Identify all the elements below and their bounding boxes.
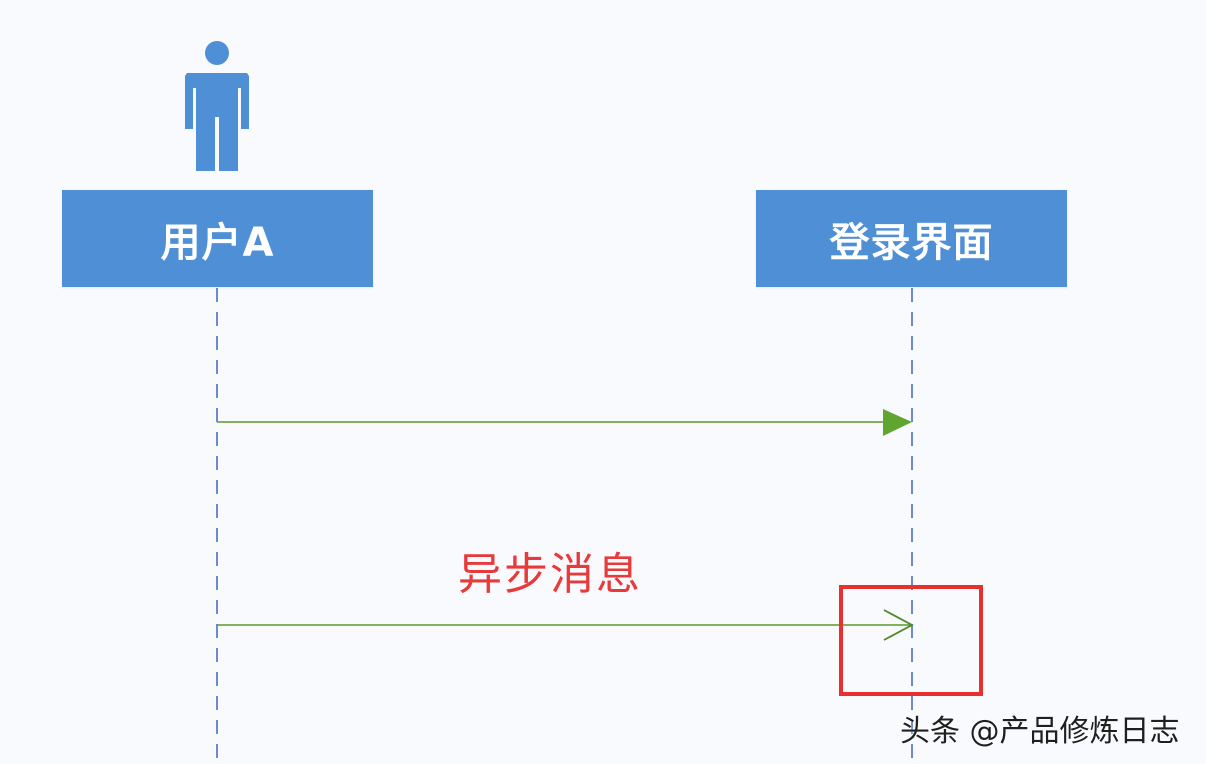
person-icon [185,41,249,171]
highlight-box [839,585,983,696]
lifeline-label: 用户A [160,219,275,266]
sync-message-arrow [217,409,912,436]
async-message-arrow [217,609,914,641]
lifeline-header-user-a: 用户A [62,190,373,287]
watermark: 头条 @产品修炼日志 [900,714,1180,749]
lifeline-label: 登录界面 [829,219,994,266]
lifeline-header-login: 登录界面 [756,190,1067,287]
open-arrowhead-icon [883,609,914,641]
filled-arrowhead-icon [883,409,912,436]
async-message-label: 异步消息 [458,549,642,600]
